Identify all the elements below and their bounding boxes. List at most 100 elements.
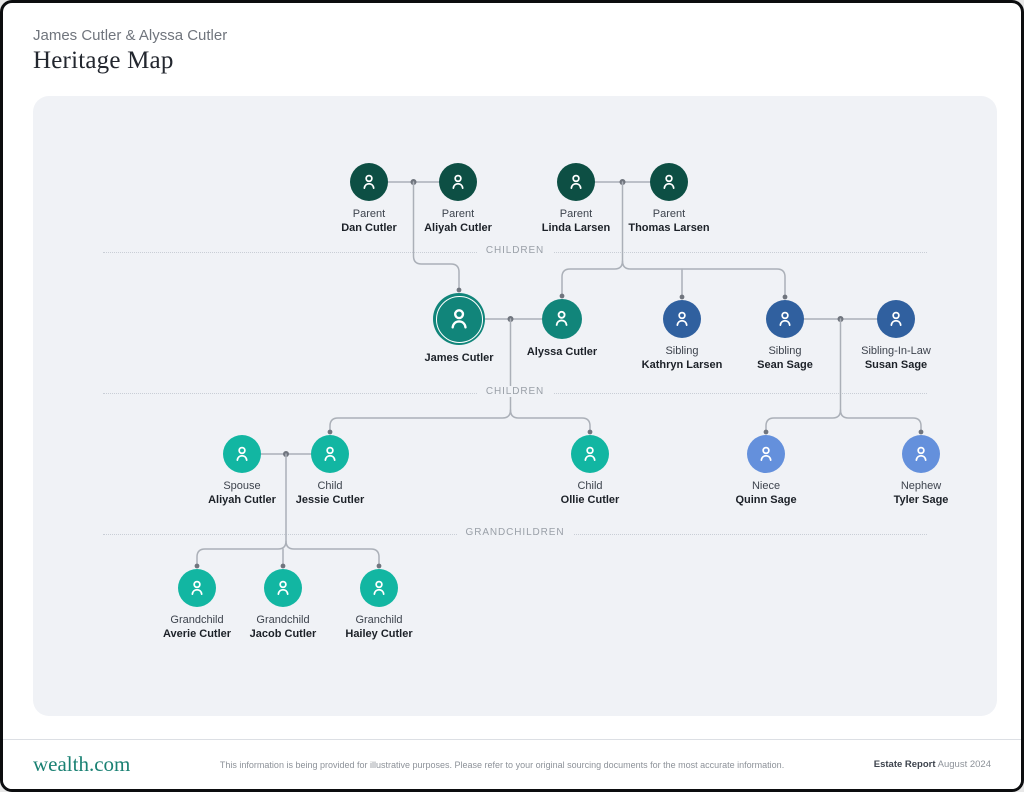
generation-divider-label: GRANDCHILDREN <box>33 527 997 538</box>
person-avatar[interactable] <box>766 300 804 338</box>
person-labels: Alyssa Cutler <box>527 345 597 359</box>
report-label: Estate Report <box>873 759 936 770</box>
person-name: Hailey Cutler <box>345 628 413 640</box>
page-footer: wealth.com This information is being pro… <box>3 739 1021 789</box>
person-role: Grandchild <box>256 614 310 626</box>
person-name: Aliyah Cutler <box>424 222 492 234</box>
person-name: Ollie Cutler <box>560 494 620 506</box>
person-name: Jacob Cutler <box>249 628 317 640</box>
person-role: Niece <box>751 480 781 492</box>
connector-end-dot <box>280 563 286 569</box>
person-avatar[interactable] <box>178 569 216 607</box>
person-role: Sibling <box>768 345 802 357</box>
person-role: Child <box>317 480 343 492</box>
person-role: Sibling-In-Law <box>861 345 931 357</box>
person-name: Sean Sage <box>757 359 813 371</box>
connector-end-dot <box>194 563 200 569</box>
person-name: Dan Cutler <box>341 222 397 234</box>
person-name: Averie Cutler <box>162 628 232 640</box>
person-icon <box>779 311 791 326</box>
descent-line <box>621 260 786 299</box>
descent-line <box>509 409 591 434</box>
divider-labels-layer: CHILDREN CHILDREN GRANDCHILDREN <box>33 96 997 716</box>
person-avatar[interactable] <box>902 435 940 473</box>
person-role: Grandchild <box>170 614 224 626</box>
person-icon <box>277 580 289 595</box>
person-name: Tyler Sage <box>893 494 949 506</box>
generation-divider-text: GRANDCHILDREN <box>456 527 574 538</box>
wealth-logo: wealth.com <box>33 752 131 776</box>
person-avatar[interactable] <box>311 435 349 473</box>
disclaimer-text: This information is being provided for i… <box>219 759 785 770</box>
connector-end-dot <box>679 294 685 300</box>
person-avatar[interactable] <box>223 435 261 473</box>
descent-line <box>561 181 624 298</box>
family-connectors <box>194 179 924 569</box>
person-icon <box>191 580 203 595</box>
person-avatar[interactable] <box>360 569 398 607</box>
connector-end-dot <box>782 294 788 300</box>
person-icon <box>236 446 248 461</box>
person-role: Granchild <box>355 614 403 626</box>
person-name: Linda Larsen <box>541 222 611 234</box>
connector-end-dot <box>559 293 565 299</box>
person-icon <box>324 446 336 461</box>
person-node-alyssa[interactable]: Alyssa Cutler <box>502 299 622 359</box>
person-icon <box>915 446 927 461</box>
report-date: August 2024 <box>937 759 991 770</box>
generation-divider-label: CHILDREN <box>33 245 997 256</box>
person-icon <box>363 174 375 189</box>
person-avatar[interactable] <box>350 163 388 201</box>
person-icon <box>373 580 385 595</box>
person-icon <box>676 311 688 326</box>
person-role: Sibling <box>665 345 699 357</box>
person-avatar[interactable] <box>650 163 688 201</box>
person-avatar[interactable] <box>571 435 609 473</box>
person-avatar[interactable] <box>663 300 701 338</box>
person-avatar[interactable] <box>264 569 302 607</box>
person-avatar[interactable] <box>557 163 595 201</box>
descent-line <box>412 181 460 292</box>
generation-divider-text: CHILDREN <box>476 386 554 397</box>
person-avatar[interactable] <box>542 299 582 339</box>
descent-line <box>765 318 842 434</box>
person-name: Quinn Sage <box>735 494 797 506</box>
generation-divider-label: CHILDREN <box>33 386 997 397</box>
person-avatar[interactable] <box>747 435 785 473</box>
person-avatar[interactable] <box>439 163 477 201</box>
person-role: Parent <box>352 208 386 220</box>
connector-end-dot <box>327 429 333 435</box>
person-role: Child <box>577 480 603 492</box>
person-avatar[interactable] <box>433 293 485 345</box>
person-node-james[interactable]: James Cutler <box>399 293 519 365</box>
person-avatar[interactable] <box>877 300 915 338</box>
